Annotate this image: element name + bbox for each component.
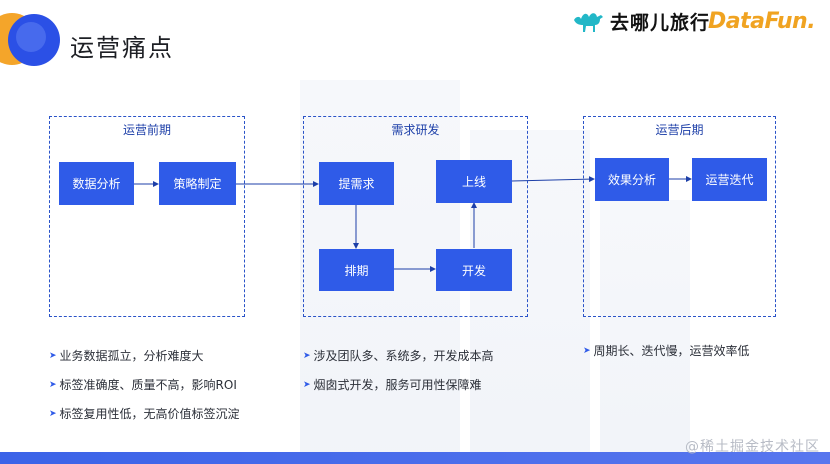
list-item: ➤涉及团队多、系统多，开发成本高 xyxy=(303,349,494,363)
section-late-label: 运营后期 xyxy=(655,123,704,137)
footer-bar xyxy=(0,452,830,464)
pain-points-early: ➤业务数据孤立，分析难度大 ➤标签准确度、质量不高，影响ROI ➤标签复用性低，… xyxy=(49,341,240,428)
camel-icon xyxy=(574,13,603,32)
node-develop: 开发 xyxy=(436,249,512,291)
section-late: 运营后期 xyxy=(583,116,776,317)
list-item: ➤业务数据孤立，分析难度大 xyxy=(49,349,204,363)
list-item: ➤周期长、迭代慢，运营效率低 xyxy=(583,344,750,358)
list-item: ➤标签复用性低，无高价值标签沉淀 xyxy=(49,407,240,421)
qunar-brand-text: 去哪儿旅行 xyxy=(610,11,711,34)
arrow-bullet-icon: ➤ xyxy=(49,408,57,419)
node-strategy: 策略制定 xyxy=(159,162,236,205)
page-title: 运营痛点 xyxy=(70,34,174,62)
datafun-logo: DataFun. xyxy=(708,6,816,36)
pain-points-dev: ➤涉及团队多、系统多，开发成本高 ➤烟囱式开发，服务可用性保障难 xyxy=(303,341,494,399)
node-launch: 上线 xyxy=(436,160,512,203)
arrow-bullet-icon: ➤ xyxy=(303,350,311,361)
section-early: 运营前期 xyxy=(49,116,245,317)
list-item: ➤烟囱式开发，服务可用性保障难 xyxy=(303,378,482,392)
background-building xyxy=(600,200,690,464)
node-schedule: 排期 xyxy=(319,249,394,291)
section-dev: 需求研发 xyxy=(303,116,528,317)
arrow-bullet-icon: ➤ xyxy=(303,379,311,390)
logo-circle-light xyxy=(16,22,46,52)
section-dev-label: 需求研发 xyxy=(391,123,440,137)
watermark: @稀土掘金技术社区 xyxy=(685,439,820,455)
pain-points-late: ➤周期长、迭代慢，运营效率低 xyxy=(583,336,750,365)
arrow-bullet-icon: ➤ xyxy=(583,345,591,356)
datafun-brand-text: DataFun. xyxy=(708,8,816,34)
qunar-logo: 去哪儿旅行 xyxy=(572,6,710,36)
node-data-analysis: 数据分析 xyxy=(59,162,134,205)
arrow-launch-to-effect xyxy=(511,176,595,183)
node-effect-analysis: 效果分析 xyxy=(595,158,669,201)
node-request: 提需求 xyxy=(319,162,394,205)
arrow-bullet-icon: ➤ xyxy=(49,379,57,390)
section-early-label: 运营前期 xyxy=(122,123,171,137)
node-iteration: 运营迭代 xyxy=(692,158,767,201)
arrow-bullet-icon: ➤ xyxy=(49,350,57,361)
list-item: ➤标签准确度、质量不高，影响ROI xyxy=(49,378,237,392)
